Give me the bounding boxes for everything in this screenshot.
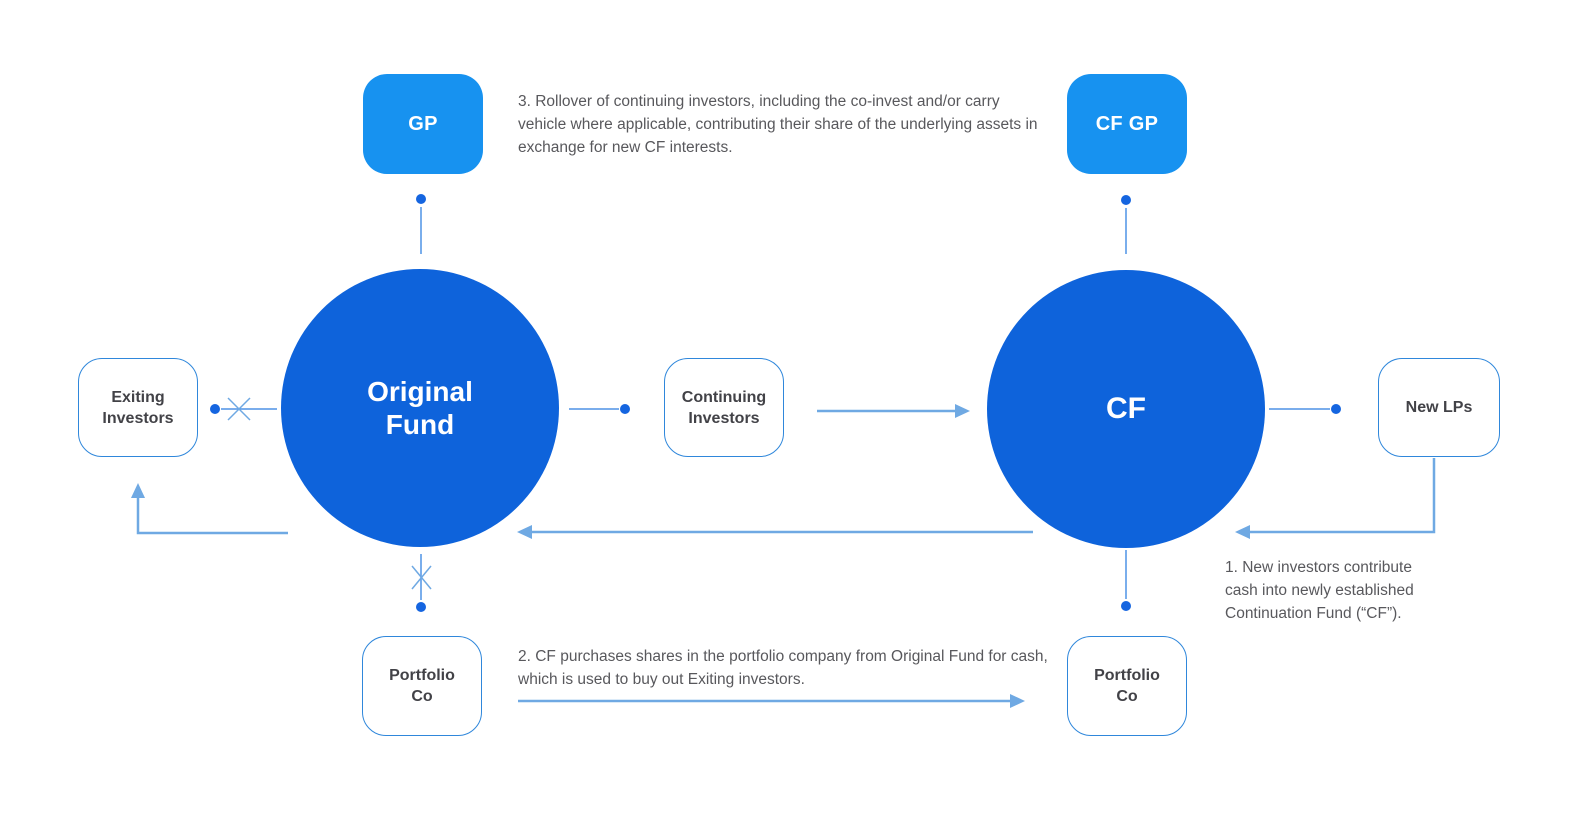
connector-cfgp-to-cf xyxy=(1121,195,1131,254)
annotation-step-2: 2. CF purchases shares in the portfolio … xyxy=(518,648,1048,688)
arrow-cf-to-original-fund xyxy=(517,525,1033,539)
arrow-new-lps-to-cf xyxy=(1235,458,1436,539)
connector-cf-to-new-lps xyxy=(1269,404,1341,414)
connector-original-fund-to-exiting-severed xyxy=(210,397,277,421)
connector-cf-to-portfolio xyxy=(1121,550,1131,611)
node-new-lps-label: New LPs xyxy=(1405,399,1473,416)
node-cf-gp-label: CF GP xyxy=(1095,112,1159,135)
connector-original-fund-to-continuing xyxy=(569,404,630,414)
connector-gp-to-original-fund xyxy=(416,194,426,254)
node-portfolio-co-left: Portfolio Co xyxy=(362,636,482,736)
annotation-step-1: 1. New investors contribute cash into ne… xyxy=(1225,559,1414,622)
node-gp: GP xyxy=(363,74,483,174)
node-exiting-investors-label: Exiting Investors xyxy=(102,388,174,427)
node-cf-label: CF xyxy=(1106,392,1146,425)
arrow-original-fund-to-exiting xyxy=(131,483,288,535)
node-continuing-investors-label: Continuing Investors xyxy=(681,388,767,427)
annotation-step-3: 3. Rollover of continuing investors, inc… xyxy=(518,93,1038,156)
connector-original-fund-to-portfolio-severed xyxy=(411,554,432,612)
arrow-continuing-to-cf xyxy=(817,404,970,418)
node-original-fund: Original Fund xyxy=(281,269,559,547)
node-new-lps: New LPs xyxy=(1378,358,1500,457)
node-cf-gp: CF GP xyxy=(1067,74,1187,174)
node-gp-label: GP xyxy=(408,112,438,135)
node-continuing-investors: Continuing Investors xyxy=(664,358,784,457)
node-portfolio-co-left-label: Portfolio Co xyxy=(389,667,455,705)
arrow-step2-purchase xyxy=(518,694,1025,708)
node-portfolio-co-right: Portfolio Co xyxy=(1067,636,1187,736)
node-portfolio-co-right-label: Portfolio Co xyxy=(1094,667,1160,705)
node-cf: CF xyxy=(987,270,1265,548)
node-exiting-investors: Exiting Investors xyxy=(78,358,198,457)
node-original-fund-label: Original Fund xyxy=(367,376,473,440)
